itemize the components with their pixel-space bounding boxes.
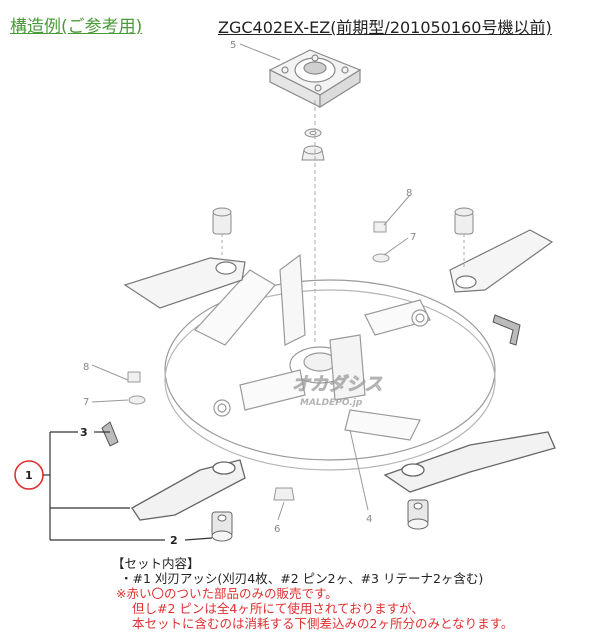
blade-right-upper	[449, 229, 554, 293]
svg-text:オカダシス: オカダシス	[292, 374, 382, 395]
set-item-1: ・#1 刈刃アッシ(刈刃4枚、#2 ピン2ヶ、#3 リテーナ2ヶ含む)	[120, 571, 484, 586]
watermark-logo: オカダシス MALDEPO.jp	[292, 374, 383, 408]
retainer-right	[492, 314, 521, 346]
svg-text:MALDEPO.jp: MALDEPO.jp	[300, 398, 363, 408]
pin-upper-right	[454, 207, 474, 270]
page-title: 構造例(ご参考用)	[10, 17, 143, 37]
callout-5: 5	[230, 40, 236, 51]
bolt-8-right	[372, 221, 390, 263]
callout-1: 1	[25, 469, 33, 482]
pin-lower-left	[211, 511, 233, 542]
washer-and-nut	[301, 128, 325, 161]
blade-right-lower	[383, 431, 556, 493]
set-contents: 【セット内容】 ・#1 刈刃アッシ(刈刃4枚、#2 ピン2ヶ、#3 リテーナ2ヶ…	[112, 556, 600, 631]
callout-8-right: 8	[406, 188, 412, 199]
callout-6: 6	[274, 524, 280, 535]
assembly-bracket	[49, 431, 213, 541]
note-red-circle: ※赤い〇のついた部品のみの販売です。	[116, 586, 338, 601]
bolt-6	[273, 487, 295, 501]
callout-4: 4	[366, 514, 372, 525]
callout-7-right: 7	[410, 232, 416, 243]
note-pin-included: 本セットに含むのは消耗する下側差込みの2ヶ所分のみとなります。	[132, 616, 514, 631]
callout-7-left: 7	[83, 397, 89, 408]
leader-lines	[91, 43, 411, 521]
parts-diagram: 5 8 7 8 7 6 4 3 2 1 オカダシス MALDEPO.jp	[14, 40, 556, 547]
pin-upper-left	[212, 207, 232, 255]
note-pin-usage: 但し#2 ピンは全4ヶ所にて使用されておりますが、	[132, 601, 424, 616]
callout-1-highlight: 1	[14, 460, 44, 490]
callout-3: 3	[80, 426, 88, 439]
pin-lower-right	[407, 499, 429, 530]
bolt-8-left	[127, 371, 146, 405]
callout-2: 2	[170, 534, 178, 547]
blade-left-lower	[131, 459, 246, 521]
model-title: ZGC402EX-EZ(前期型/201050160号機以前)	[218, 18, 552, 37]
retainer-left	[101, 421, 119, 447]
blade-left-upper	[123, 257, 246, 309]
bearing-housing	[268, 49, 362, 109]
set-contents-header: 【セット内容】	[112, 556, 200, 571]
rotor-disk	[164, 253, 496, 471]
callout-8-left: 8	[83, 362, 89, 373]
